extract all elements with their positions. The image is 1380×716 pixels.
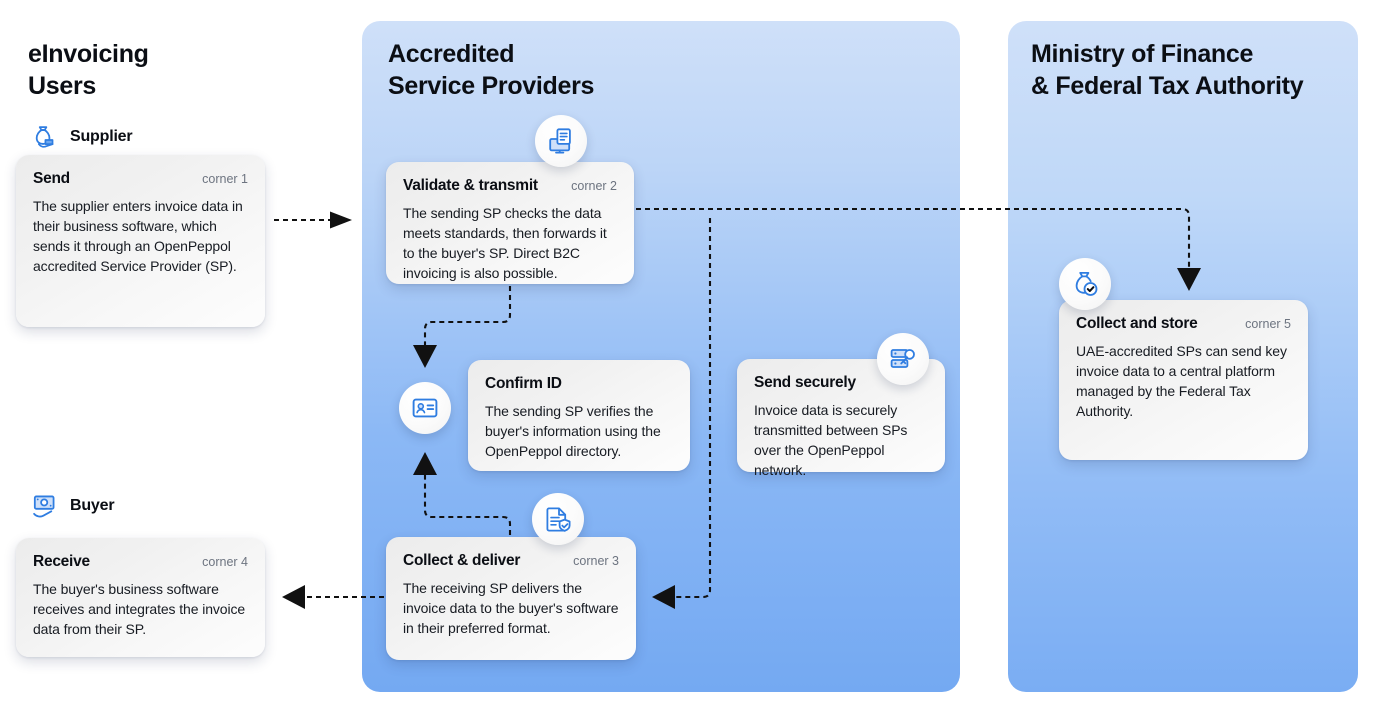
document-monitor-icon	[547, 127, 575, 155]
column-heading-ministry-of-finance: Ministry of Finance & Federal Tax Author…	[1031, 40, 1304, 100]
actor-buyer: Buyer	[29, 491, 115, 521]
card-receive-title: Receive	[33, 553, 90, 570]
column-heading-accredited-service-providers: Accredited Service Providers	[388, 40, 595, 100]
id-card-icon	[411, 394, 439, 422]
card-validate-header: Validate & transmit corner 2	[403, 177, 617, 195]
card-send-corner: corner 1	[202, 172, 248, 186]
server-key-icon	[889, 345, 917, 373]
card-store-header: Collect and store corner 5	[1076, 315, 1291, 333]
money-bag-check-icon	[1071, 270, 1099, 298]
card-send-title: Send	[33, 170, 70, 187]
card-collect-title: Collect & deliver	[403, 552, 521, 569]
card-secure-title: Send securely	[754, 374, 856, 391]
card-store-corner: corner 5	[1245, 317, 1291, 331]
card-send[interactable]: Send corner 1 The supplier enters invoic…	[16, 155, 265, 327]
card-receive-corner: corner 4	[202, 555, 248, 569]
card-receive-header: Receive corner 4	[33, 553, 248, 571]
card-send-securely[interactable]: Send securely Invoice data is securely t…	[737, 359, 945, 478]
document-check-icon	[544, 505, 572, 533]
card-collect-body: The receiving SP delivers the invoice da…	[403, 580, 619, 637]
badge-document-check	[532, 493, 584, 545]
card-confirm-title: Confirm ID	[485, 375, 562, 392]
connector-supplier-to-validate	[274, 211, 352, 229]
badge-document-monitor	[535, 115, 587, 167]
card-send-header: Send corner 1	[33, 170, 248, 188]
card-confirm-id[interactable]: Confirm ID The sending SP verifies the b…	[468, 360, 690, 471]
card-validate-transmit[interactable]: Validate & transmit corner 2 The sending…	[386, 162, 634, 284]
card-collect-header: Collect & deliver corner 3	[403, 552, 619, 570]
actor-supplier-label: Supplier	[70, 128, 133, 145]
card-confirm-header: Confirm ID	[485, 375, 673, 393]
card-receive[interactable]: Receive corner 4 The buyer's business so…	[16, 538, 265, 657]
badge-server-key	[877, 333, 929, 385]
badge-id-card	[399, 382, 451, 434]
card-validate-body: The sending SP checks the data meets sta…	[403, 205, 607, 282]
banknote-person-icon	[29, 491, 59, 521]
card-collect-and-store[interactable]: Collect and store corner 5 UAE-accredite…	[1059, 300, 1308, 460]
card-collect-deliver[interactable]: Collect & deliver corner 3 The receiving…	[386, 537, 636, 660]
money-bag-hand-icon	[29, 122, 59, 152]
card-confirm-body: The sending SP verifies the buyer's info…	[485, 403, 661, 460]
card-receive-body: The buyer's business software receives a…	[33, 581, 246, 638]
card-store-body: UAE-accredited SPs can send key invoice …	[1076, 343, 1287, 420]
actor-buyer-label: Buyer	[70, 497, 115, 514]
card-validate-title: Validate & transmit	[403, 177, 538, 194]
card-secure-body: Invoice data is securely transmitted bet…	[754, 402, 908, 479]
card-collect-corner: corner 3	[573, 554, 619, 568]
badge-money-bag-check	[1059, 258, 1111, 310]
card-send-body: The supplier enters invoice data in thei…	[33, 198, 243, 275]
card-store-title: Collect and store	[1076, 315, 1198, 332]
card-validate-corner: corner 2	[571, 179, 617, 193]
actor-supplier: Supplier	[29, 122, 133, 152]
column-heading-einvoicing-users: eInvoicing Users	[28, 40, 149, 100]
card-secure-header: Send securely	[754, 374, 928, 392]
